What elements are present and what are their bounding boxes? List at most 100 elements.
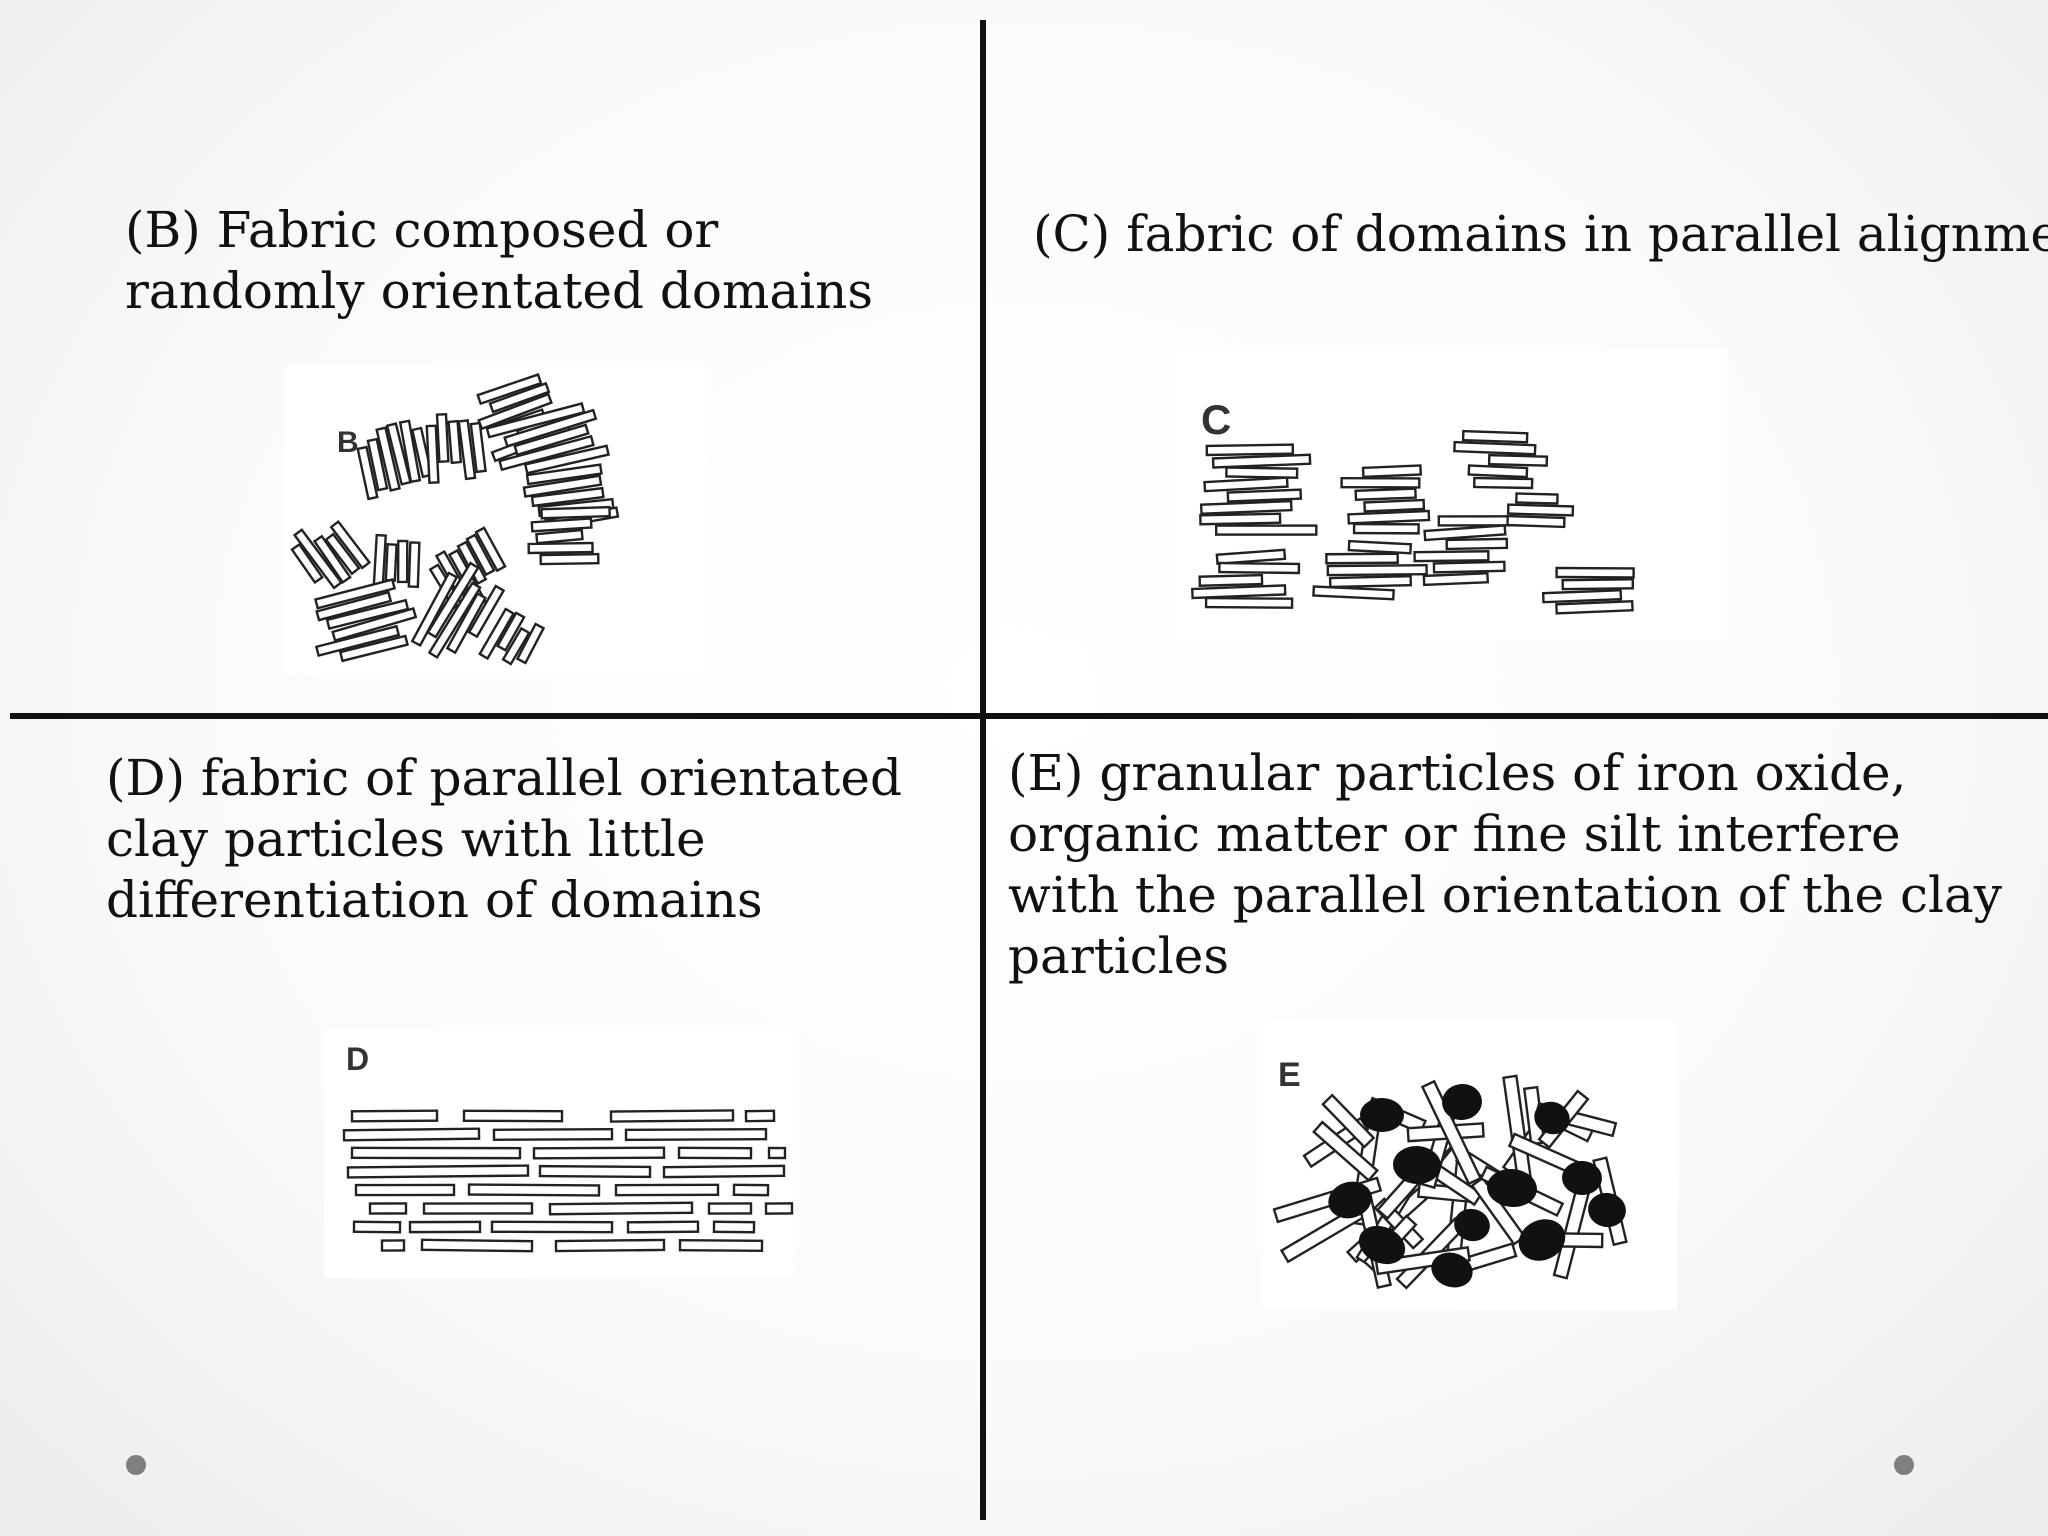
clay-particle [1312,1120,1379,1182]
clay-particle [427,581,482,660]
clay-particle [1203,476,1289,493]
clay-particle [530,517,593,533]
clay-particle [525,463,603,486]
clay-particle [523,444,610,475]
clay-particle [312,534,352,585]
clay-particle [538,1164,652,1179]
clay-particle [425,424,440,485]
clay-particle [1361,464,1423,479]
clay-particle [467,1183,601,1197]
clay-particle [342,1127,481,1142]
granular-particle [1328,1181,1372,1219]
clay-particle [1422,572,1490,587]
clay-particle [410,571,459,648]
figure-b-random-domains: B [285,366,705,674]
clay-particle [744,1109,776,1123]
clay-particle [331,606,418,643]
clay-particle [1198,573,1264,587]
figure-d-drawing: D [342,1041,794,1253]
clay-particle [767,1146,787,1160]
clay-particle [1199,512,1282,526]
clay-particle [503,408,598,448]
clay-particle [407,541,421,589]
clay-particle [732,1183,770,1197]
clay-particle [385,422,412,486]
clay-particle [527,541,594,555]
figure-e-drawing: E [1272,1056,1628,1290]
clay-particle [384,543,398,582]
clay-particle [712,1220,756,1234]
slide-bullet-right [1894,1455,1914,1475]
clay-particle [490,1220,614,1234]
slide-bullet-left [126,1455,146,1475]
caption-c: (C) fabric of domains in parallel alignm… [1033,205,2048,263]
granular-particle [1358,1225,1406,1265]
clay-particle [1215,524,1318,536]
clay-particle [338,634,409,663]
clay-particle [1352,522,1420,535]
clay-particle [410,426,434,479]
clay-particle [677,1146,753,1160]
clay-particle [1191,584,1287,600]
figure-e-granular-particles: E [1262,1020,1677,1310]
clay-particle [1225,466,1299,479]
clay-particle [420,1238,534,1253]
clay-particle [539,552,600,566]
figure-b-particles [290,373,620,666]
clay-particle [1328,574,1413,589]
clay-particle [422,1202,534,1215]
clay-particle [354,1183,456,1197]
clay-particle [1326,563,1428,577]
clay-particle [707,1202,753,1215]
clay-particle [469,421,487,474]
clay-particle [375,426,401,492]
clay-particle [530,486,605,508]
caption-d: (D) fabric of parallel orientated clay p… [106,749,902,929]
clay-particle [1347,509,1431,525]
clay-particle [488,381,551,414]
clay-particle [1506,514,1566,529]
clay-particle [1205,443,1295,457]
figure-b-letter: B [337,426,359,459]
clay-particle [426,561,480,639]
clay-particle [435,412,450,463]
clay-particle [492,1127,614,1142]
clay-particle [350,1146,522,1160]
clay-particle [1413,550,1490,563]
clay-particle [350,1109,439,1123]
granular-particle [1518,1219,1566,1261]
clay-particle [1226,488,1303,503]
clay-particle [1445,537,1509,551]
clay-particle [447,419,463,465]
clay-particle [476,373,543,406]
clay-particle [1555,600,1634,615]
clay-particle [477,392,553,431]
clay-particle [1432,560,1506,574]
clay-particle [764,1202,794,1215]
figure-d-particles [342,1109,794,1253]
clay-particle [467,584,506,639]
clay-particle [515,622,546,665]
clay-particle [1325,552,1399,565]
clay-particle [1487,453,1549,467]
granular-particle [1487,1168,1537,1208]
clay-particle [1467,464,1529,479]
granular-particle [1454,1208,1490,1242]
clay-particle [290,542,324,585]
figure-e-letter: E [1278,1056,1301,1094]
granular-particle [1562,1160,1602,1196]
clay-particle [1461,429,1529,444]
clay-particle [324,532,361,576]
clay-particle [465,533,496,577]
figure-d-letter: D [346,1041,369,1077]
clay-particle [495,611,526,652]
clay-particle [368,1202,408,1215]
clay-particle [624,1127,768,1142]
clay-particle [1453,440,1537,456]
clay-particle [380,1239,406,1252]
caption-b: (B) Fabric composed or randomly orientat… [125,201,874,320]
clay-particle [548,1201,694,1216]
granular-particle [1393,1145,1441,1185]
clay-particle [1561,578,1635,591]
granular-particle [1534,1101,1570,1135]
